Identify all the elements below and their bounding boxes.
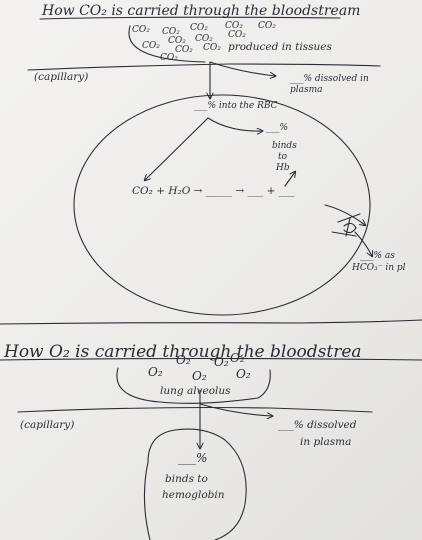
o2-section-title: How O₂ is carried through the bloodstrea — [4, 342, 362, 362]
alveolus-label: lung alveolus — [160, 385, 231, 397]
o2-molecule: O₂ — [230, 351, 245, 365]
hb-label: hemoglobin — [162, 489, 225, 501]
co2-molecule: CO₂ — [195, 34, 213, 44]
hb-percent-blank: ___% — [178, 451, 208, 465]
hb-label: Hb — [276, 163, 290, 173]
capillary-label: (capillary) — [34, 71, 89, 83]
tissue-label: produced in tissues — [228, 41, 332, 53]
o2-molecule: O₂ — [192, 369, 207, 383]
capillary-wall-line — [17, 406, 373, 413]
co2-molecule: CO₂ — [162, 27, 180, 37]
arrow-carbonic-dissociation — [284, 172, 295, 187]
arrow-to-bicarbonate-blank — [354, 231, 372, 256]
co2-molecule: CO₂ — [132, 25, 150, 35]
arrow-to-equation — [145, 117, 209, 180]
o2-molecule: O₂ — [176, 353, 191, 367]
arrow-to-hb — [207, 117, 262, 131]
co2-molecule: CO₂ — [142, 41, 160, 51]
co2-molecule: CO₂ — [225, 21, 243, 31]
co2-section-title: How CO₂ is carried through the bloodstre… — [42, 3, 361, 19]
hb-label: binds — [272, 141, 297, 151]
co2-molecule: CO₂ — [190, 23, 208, 33]
arrow-bicarbonate-out — [324, 204, 365, 225]
capillary-label: (capillary) — [20, 419, 75, 431]
capillary-wall-line — [27, 63, 381, 71]
hb-percent-blank: ___% — [266, 123, 289, 133]
arrow-to-plasma — [209, 61, 275, 76]
carbonic-equation: CO₂ + H₂O → _____ → ___ + ___ — [132, 185, 295, 197]
co2-molecule: CO₂ — [175, 45, 193, 55]
hb-label: binds to — [165, 473, 208, 485]
co2-molecule: CO₂ — [203, 43, 221, 53]
plasma-percent-blank: ___% dissolved in plasma — [290, 74, 369, 95]
title-underline — [39, 16, 341, 20]
plasma-percent-blank: ___% dissolved — [278, 419, 357, 431]
title-underline — [0, 357, 422, 361]
section-divider — [0, 319, 422, 325]
co2-molecule: CO₂ — [168, 36, 186, 46]
o2-molecule: O₂ — [214, 355, 229, 369]
bicarbonate-label: HCO₃⁻ in pl — [352, 263, 406, 273]
plasma-label: in plasma — [300, 436, 352, 448]
tissue-arc — [128, 25, 206, 63]
hb-label: to — [278, 152, 288, 162]
co2-molecule: CO₂ — [160, 53, 178, 63]
bicarbonate-percent-blank: ___% as — [360, 251, 395, 261]
arrow-to-plasma — [199, 403, 272, 416]
o2-molecule: O₂ — [236, 367, 251, 381]
o2-molecule: O₂ — [148, 365, 163, 379]
rbc-cell-outline — [143, 428, 247, 540]
rbc-cell-outline — [73, 94, 371, 316]
co2-molecule: CO₂ — [258, 21, 276, 31]
rbc-percent-blank: ___% into the RBC — [194, 101, 278, 111]
co2-molecule: CO₂ — [228, 30, 246, 40]
bicarbonate-channel — [331, 213, 361, 237]
